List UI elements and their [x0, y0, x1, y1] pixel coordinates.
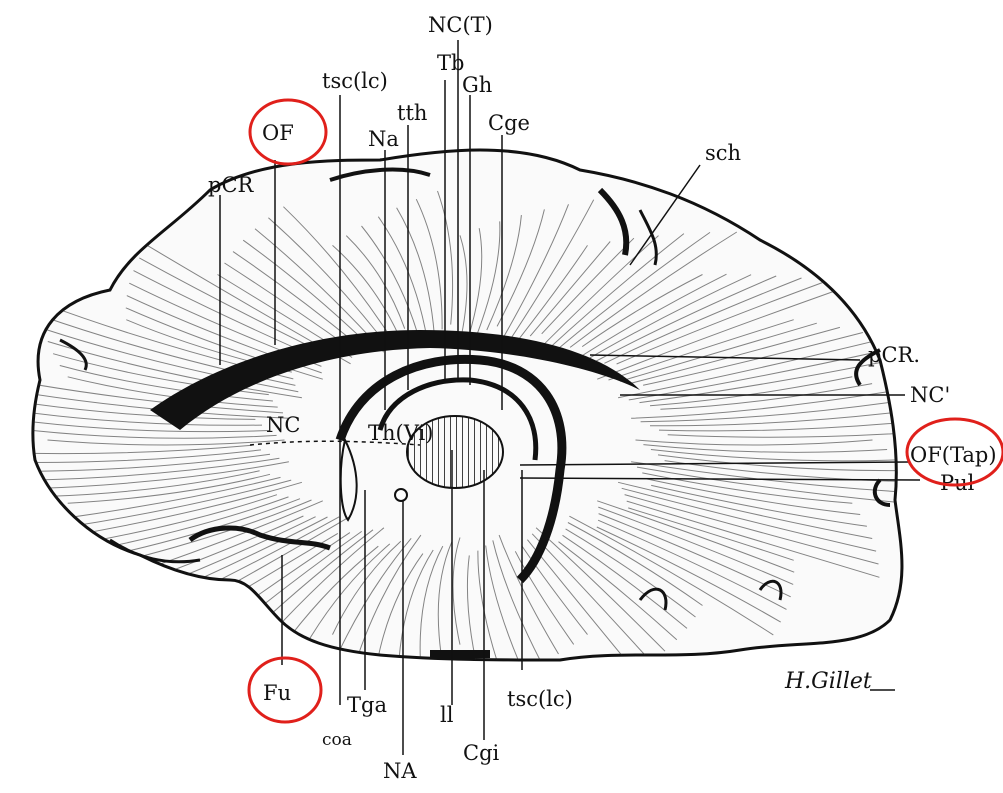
leader-lines	[219, 40, 921, 755]
label-pcr-right: pCR.	[868, 343, 920, 367]
artist-signature: H.Gillet	[784, 669, 872, 694]
label-cge: Cge	[488, 111, 530, 135]
label-nc: NC	[266, 413, 300, 437]
label-ll: ll	[440, 703, 454, 727]
highlight-circle-of	[248, 98, 328, 166]
label-tsc-lc-bottom: tsc(lc)	[507, 687, 573, 711]
label-gh: Gh	[462, 73, 492, 97]
label-na-top: Na	[368, 127, 399, 151]
label-cgi: Cgi	[463, 741, 500, 765]
label-of-top: OF	[262, 121, 294, 145]
label-fu: Fu	[263, 681, 291, 705]
label-tb: Tb	[437, 51, 464, 75]
label-sch: sch	[705, 141, 741, 165]
label-tga: Tga	[347, 693, 387, 717]
label-of-tap: OF(Tap)	[910, 443, 997, 467]
label-coa: coa	[322, 730, 352, 750]
thalamus-hatched	[406, 415, 504, 489]
highlight-circle-of-tap	[905, 417, 1003, 487]
label-pcr-left: pCR	[208, 173, 255, 197]
label-nc-t: NC(T)	[428, 13, 493, 37]
highlight-circles	[247, 98, 1003, 724]
highlight-circle-fu	[247, 656, 323, 724]
temporal-curl	[188, 525, 331, 551]
lateral-ventricle-arc	[335, 354, 567, 584]
label-th-vi: Th(Vi)	[368, 421, 433, 445]
label-tsc-lc-top: tsc(lc)	[322, 69, 388, 93]
label-nc-prime: NC'	[910, 383, 950, 407]
label-na-bottom: NA	[383, 759, 417, 783]
label-tth: tth	[397, 101, 427, 125]
corpus-callosum	[150, 330, 640, 430]
